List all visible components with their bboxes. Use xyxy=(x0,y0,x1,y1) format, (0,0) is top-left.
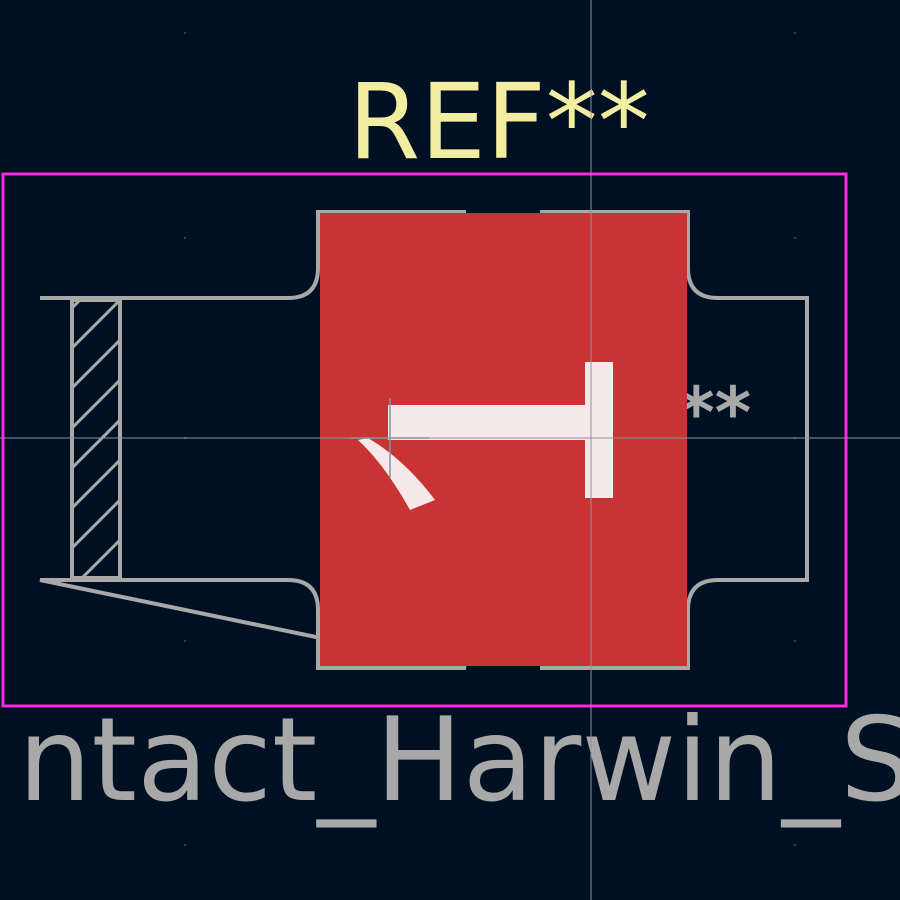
pad-number-label: 1 xyxy=(358,362,613,510)
fab-outline xyxy=(39,210,809,670)
courtyard-outline xyxy=(1,172,848,708)
anchor-marker xyxy=(350,398,430,478)
reference-designator: REF** xyxy=(348,61,650,183)
footprint-name-text: ntact_Harwin_S xyxy=(18,693,900,828)
hatched-end-marker xyxy=(70,298,122,580)
value-text-partial: ** xyxy=(678,372,751,454)
